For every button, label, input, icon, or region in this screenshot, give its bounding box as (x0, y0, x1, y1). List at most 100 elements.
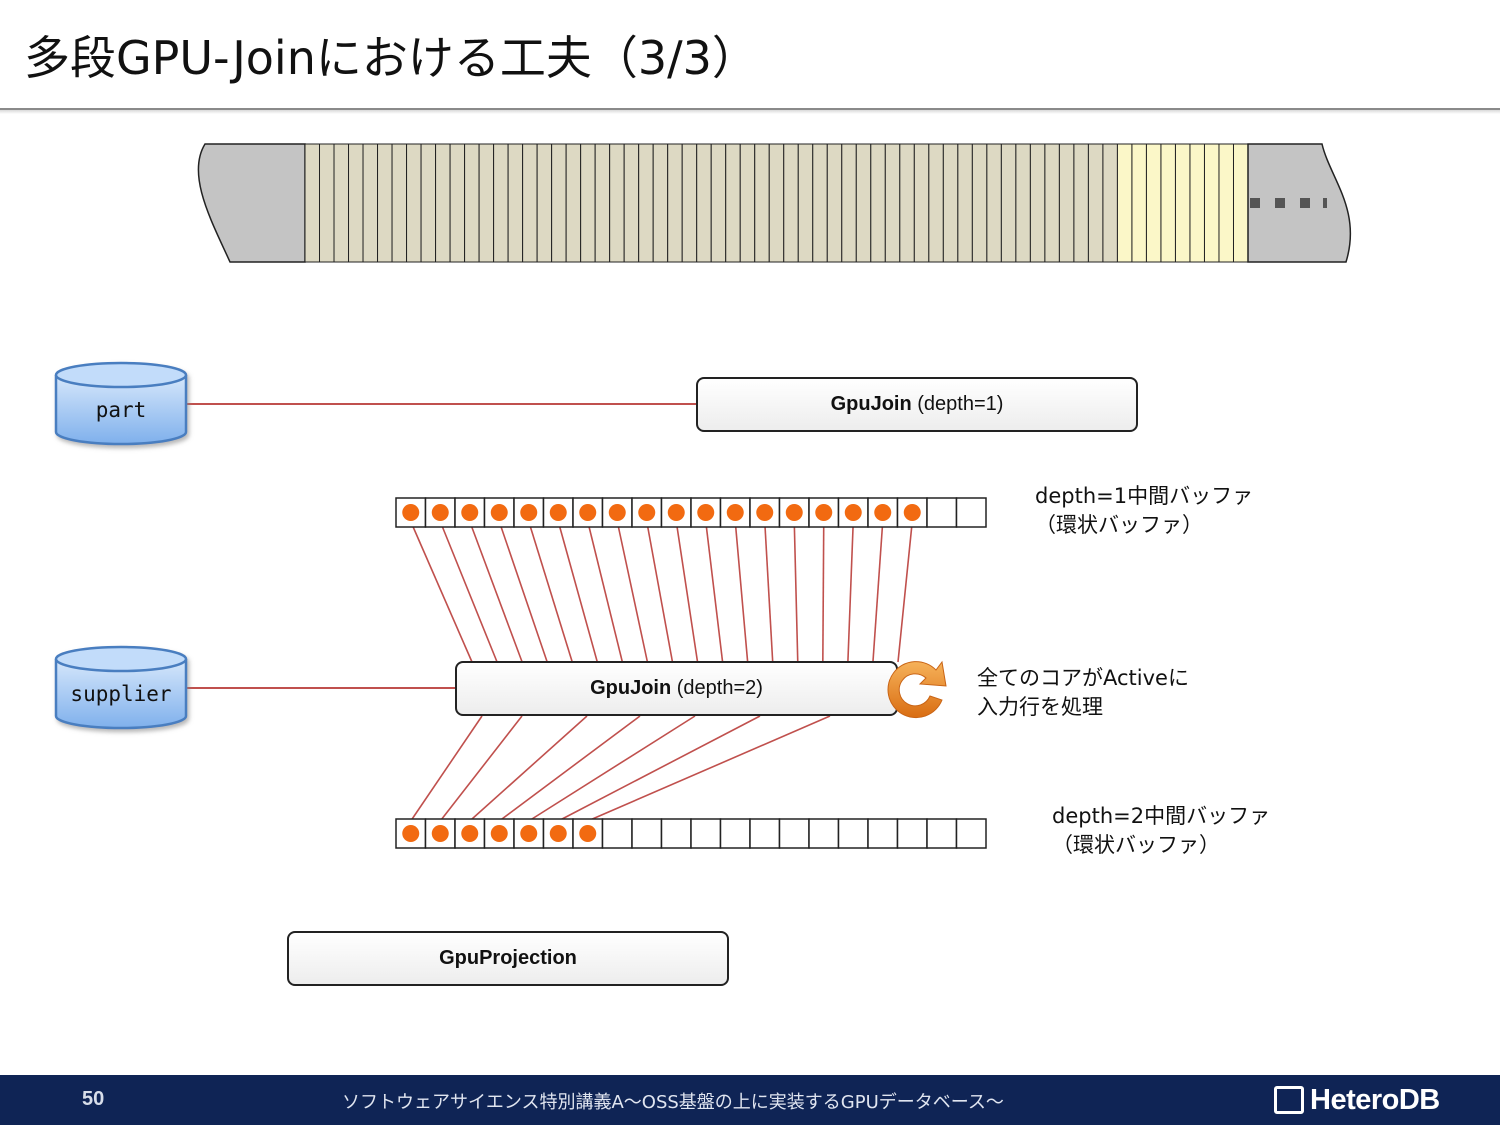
buffer1-to-join2-line (675, 521, 699, 663)
tape-cell (797, 143, 814, 263)
tape-cell (841, 143, 857, 263)
tape-cell (1087, 143, 1104, 263)
buffer-connection-lines (410, 521, 914, 822)
tape-cell (391, 143, 408, 263)
tape-cell (1044, 143, 1060, 263)
gpujoin-depth2-detail: (depth=2) (671, 677, 763, 699)
tape-cell (1218, 143, 1234, 263)
buffer1-to-join2-line (616, 521, 649, 663)
depth2-buffer-record-dot (461, 825, 479, 842)
tape-cell (667, 143, 683, 263)
tape-cell (783, 143, 799, 263)
tape-cell (1102, 143, 1118, 263)
tape-cell (812, 143, 828, 263)
heterodb-logo: HeteroDB (1274, 1083, 1440, 1117)
tape-cell (1160, 143, 1176, 263)
heterodb-logo-icon (1274, 1086, 1304, 1114)
supplier-table-icon (54, 645, 188, 730)
depth2-buffer-slot (955, 818, 987, 849)
tape-cell (565, 143, 582, 263)
buffer1-to-join2-line (557, 521, 599, 663)
depth1-buffer-record-dot (667, 504, 685, 521)
tape-cell (522, 143, 538, 263)
cores-active-note-line2: 入力行を処理 (977, 695, 1103, 719)
depth2-buffer-slot (690, 818, 722, 849)
depth1-buffer-record-dot (520, 504, 538, 521)
tape-cell (507, 143, 524, 263)
tape-cell (362, 143, 379, 263)
join2-to-buffer2-line (498, 715, 641, 822)
buffer1-to-join2-line (734, 521, 749, 663)
tape-cell (449, 143, 466, 263)
tape-cell (333, 143, 350, 263)
depth2-buffer-label: depth=2中間バッファ （環状バッファ） (1052, 802, 1270, 860)
gpujoin-depth1-name: GpuJoin (830, 393, 912, 415)
tape-cell (319, 143, 335, 263)
part-table-label: part (95, 398, 147, 422)
tape-right-end (1247, 143, 1352, 263)
tape-left-end (197, 143, 306, 263)
tape-cell (1073, 143, 1089, 263)
course-title: ソフトウェアサイエンス特別講義A〜OSS基盤の上に実装するGPUデータベース〜 (342, 1092, 1004, 1113)
join2-to-buffer2-line (587, 715, 831, 822)
gpujoin-depth2-name: GpuJoin (590, 677, 672, 699)
depth1-buffer-record-dot (461, 504, 479, 521)
depth2-buffer-slot (837, 818, 869, 849)
tape-cell (1029, 143, 1046, 263)
tape-cell (754, 143, 770, 263)
tape-cell (1116, 143, 1133, 263)
tape-cell (478, 143, 495, 263)
depth1-buffer-label: depth=1中間バッファ （環状バッファ） (1035, 482, 1253, 540)
gpuprojection-node: GpuProjection (287, 931, 729, 986)
depth1-buffer (395, 497, 987, 528)
tape-cell (826, 143, 843, 263)
depth1-buffer-record-dot (726, 504, 744, 521)
depth2-buffer-slot (542, 818, 574, 849)
tape-cell (725, 143, 741, 263)
tape-cell (536, 143, 553, 263)
tape-cell (1203, 143, 1220, 263)
tape-cell (913, 143, 930, 263)
depth2-buffer (395, 818, 987, 849)
depth1-buffer-record-dot (549, 504, 567, 521)
depth1-buffer-label-line2: （環状バッファ） (1035, 513, 1203, 537)
tape-cell (1058, 143, 1075, 263)
buffer1-to-join2-line (439, 521, 498, 663)
depth1-buffer-slot (955, 497, 987, 528)
depth2-buffer-record-dot (520, 825, 538, 842)
tape-cell (623, 143, 640, 263)
cores-active-note-line1: 全てのコアがActiveに (977, 666, 1189, 690)
join2-to-buffer2-line (557, 715, 761, 822)
depth1-buffer-record-dot (697, 504, 715, 521)
tape-cell (1131, 143, 1147, 263)
tape-cell (928, 143, 944, 263)
depth2-buffer-record-dot (490, 825, 508, 842)
depth1-buffer-record-dot (785, 504, 803, 521)
buffer1-to-join2-line (586, 521, 624, 663)
tape-cell (971, 143, 988, 263)
tape-cell (1015, 143, 1031, 263)
depth1-buffer-record-dot (431, 504, 449, 521)
supplier-table-label: supplier (70, 682, 172, 706)
buffer1-to-join2-line (469, 521, 523, 663)
buffer1-to-join2-line (793, 521, 799, 663)
title-divider-shadow (0, 110, 1500, 114)
tape-cell (855, 143, 872, 263)
depth2-buffer-record-dot (579, 825, 597, 842)
tape-cell (638, 143, 654, 263)
tape-cells (304, 143, 1249, 263)
page-number: 50 (82, 1088, 105, 1110)
tape-cell (884, 143, 901, 263)
buffer1-to-join2-line (872, 521, 884, 663)
depth1-buffer-record-dot (874, 504, 892, 521)
depth1-buffer-record-dot (903, 504, 921, 521)
join2-to-buffer2-line (528, 715, 696, 822)
depth2-buffer-record-dot (431, 825, 449, 842)
tape-cell (739, 143, 756, 263)
tape-cell (957, 143, 973, 263)
gpuprojection-name: GpuProjection (439, 947, 577, 969)
tape-cell (1174, 143, 1191, 263)
heterodb-logo-text: HeteroDB (1310, 1083, 1440, 1116)
depth1-buffer-record-dot (638, 504, 656, 521)
